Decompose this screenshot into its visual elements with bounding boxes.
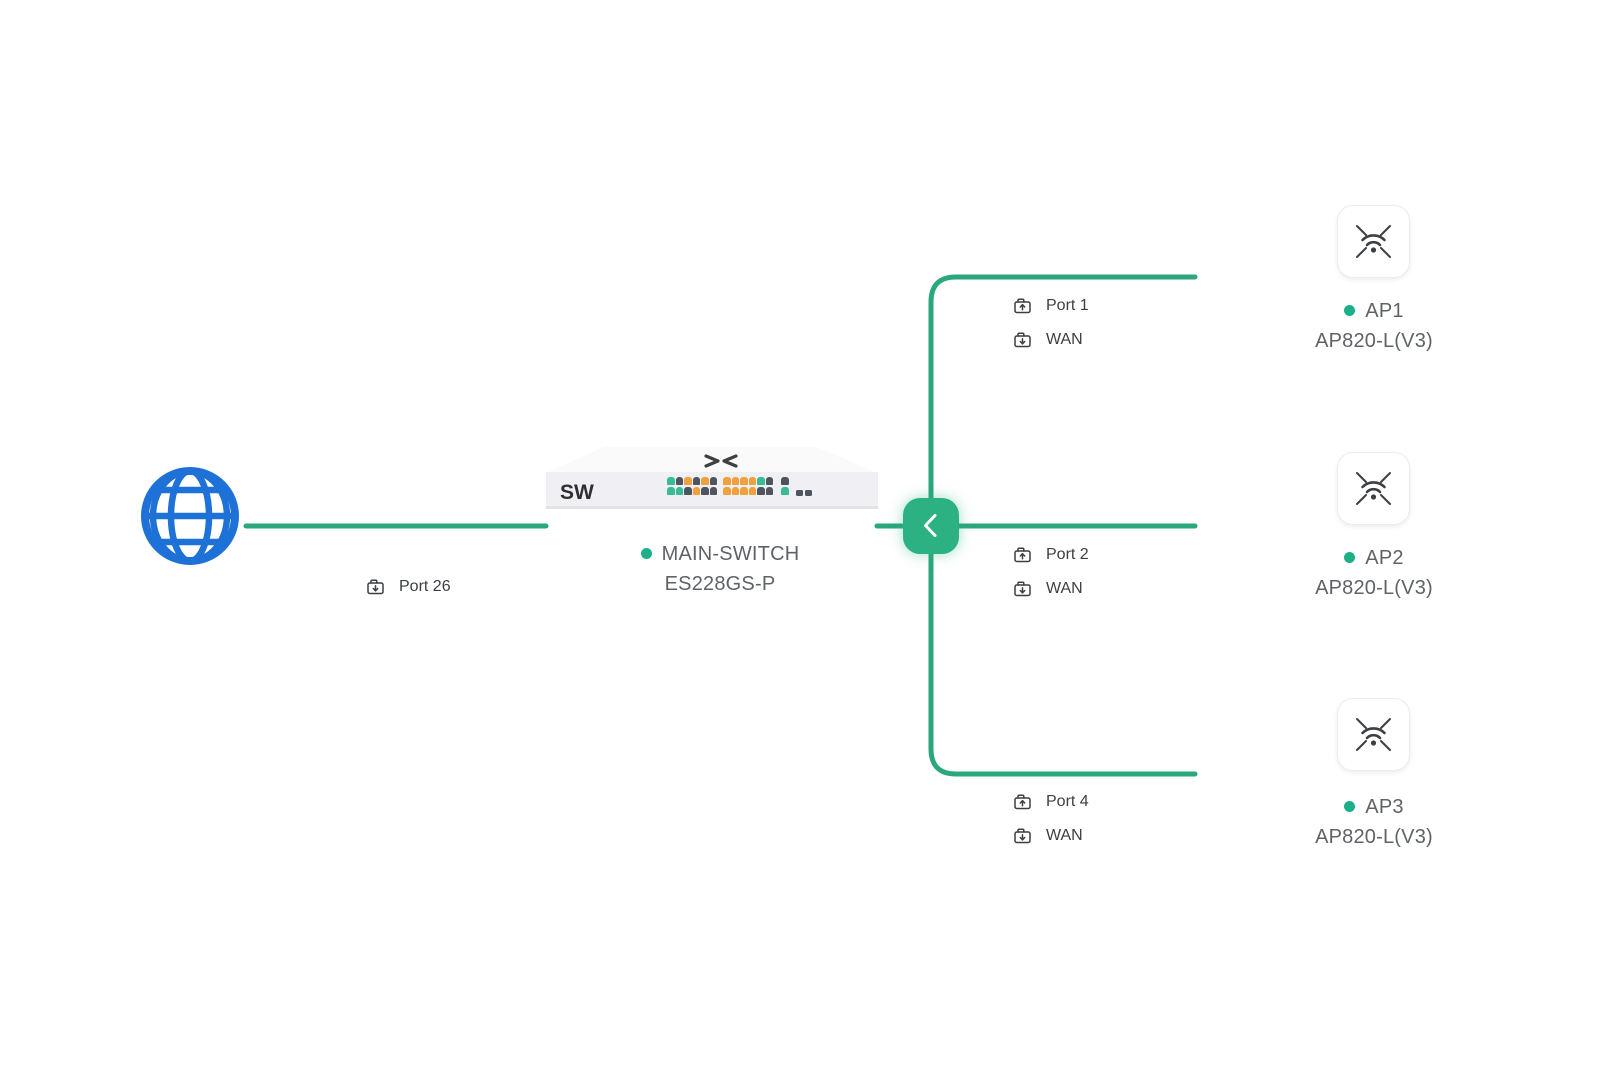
branch1-port-label: Port 1: [1012, 295, 1089, 316]
switch-port-led: [781, 477, 789, 485]
switch-chassis-icon: SW: [546, 447, 878, 509]
brand-mark-icon: [704, 454, 738, 468]
switch-port-led: [731, 477, 739, 485]
switch-badge: SW: [560, 481, 594, 504]
branch1-wan-text: WAN: [1046, 330, 1083, 348]
switch-port-led: [701, 487, 709, 495]
branch3-wan-label: WAN: [1012, 825, 1083, 846]
switch-led-row: [723, 477, 773, 485]
switch-port-led: [684, 487, 692, 495]
switch-port-led: [675, 487, 683, 495]
branch3-wan-text: WAN: [1046, 826, 1083, 844]
wan-uplink-port-text: Port 26: [399, 577, 451, 595]
ap3-label: AP3 AP820-L(V3): [1254, 792, 1494, 852]
branch2-wan-text: WAN: [1046, 579, 1083, 597]
port-up-icon: [1014, 794, 1031, 810]
switch-sfp-ports: [796, 489, 812, 496]
branch1-port-text: Port 1: [1046, 296, 1089, 314]
switch-port-led: [765, 487, 773, 495]
switch-name: MAIN-SWITCH: [661, 543, 800, 565]
ap3-name: AP3: [1365, 796, 1404, 818]
switch-node[interactable]: SW: [546, 444, 878, 514]
switch-port-led: [709, 477, 717, 485]
ap1-model: AP820-L(V3): [1315, 330, 1433, 352]
wan-uplink-label: Port 26: [365, 576, 451, 597]
chevron-left-icon: [924, 514, 937, 537]
ap2-name: AP2: [1365, 547, 1404, 569]
switch-port-led: [731, 487, 739, 495]
status-dot: [1344, 552, 1356, 563]
port-up-icon: [1014, 298, 1031, 314]
switch-led-row: [723, 487, 773, 495]
switch-port-led: [723, 487, 731, 495]
switch-port-led: [667, 487, 675, 495]
branch2-port-label: Port 2: [1012, 544, 1089, 565]
branch1-wan-label: WAN: [1012, 329, 1083, 350]
ap2-model: AP820-L(V3): [1315, 577, 1433, 599]
ap2-node[interactable]: [1337, 452, 1410, 525]
switch-label: MAIN-SWITCH ES228GS-P: [552, 539, 888, 599]
port-down-icon: [1014, 332, 1031, 348]
switch-port-led: [675, 477, 683, 485]
switch-led-row: [667, 477, 717, 485]
ap1-name: AP1: [1365, 300, 1404, 322]
switch-port-led: [805, 490, 812, 496]
switch-port-led: [709, 487, 717, 495]
branch2-wan-label: WAN: [1012, 578, 1083, 599]
switch-port-led: [757, 477, 765, 485]
access-point-icon: [1356, 472, 1391, 505]
switch-port-led: [667, 477, 675, 485]
port-down-icon: [1014, 828, 1031, 844]
ap1-label: AP1 AP820-L(V3): [1254, 296, 1494, 356]
switch-port-led: [748, 477, 756, 485]
status-dot: [1344, 305, 1356, 316]
branch3-port-label: Port 4: [1012, 791, 1089, 812]
globe-icon: [141, 467, 239, 565]
switch-led-row: [667, 487, 717, 495]
switch-port-led: [723, 477, 731, 485]
access-point-icon: [1356, 225, 1391, 258]
switch-port-led: [765, 477, 773, 485]
switch-port-led: [692, 487, 700, 495]
switch-port-led: [748, 487, 756, 495]
switch-port-led: [740, 487, 748, 495]
branch3-port-text: Port 4: [1046, 792, 1089, 810]
port-up-icon: [1014, 547, 1031, 563]
switch-port-led: [757, 487, 765, 495]
port-down-icon: [1014, 581, 1031, 597]
link-switch-to-ap3: [928, 523, 1198, 777]
switch-led-row: [781, 477, 789, 485]
internet-node[interactable]: [137, 463, 243, 569]
link-switch-to-ap1: [928, 274, 1198, 529]
switch-port-led: [684, 477, 692, 485]
port-down-icon: [367, 579, 384, 595]
switch-port-led: [692, 477, 700, 485]
switch-port-led: [701, 477, 709, 485]
ap1-node[interactable]: [1337, 205, 1410, 278]
switch-port-led: [740, 477, 748, 485]
switch-model: ES228GS-P: [664, 573, 776, 595]
switch-led-row: [781, 487, 789, 495]
switch-port-led: [796, 490, 803, 496]
ap3-model: AP820-L(V3): [1315, 826, 1433, 848]
status-dot: [640, 548, 652, 559]
status-dot: [1344, 801, 1356, 812]
ap3-node[interactable]: [1337, 698, 1410, 771]
access-point-icon: [1356, 718, 1391, 751]
branch2-port-text: Port 2: [1046, 545, 1089, 563]
ap2-label: AP2 AP820-L(V3): [1254, 543, 1494, 603]
switch-port-led: [781, 487, 789, 495]
collapse-branches-button[interactable]: [903, 498, 959, 554]
